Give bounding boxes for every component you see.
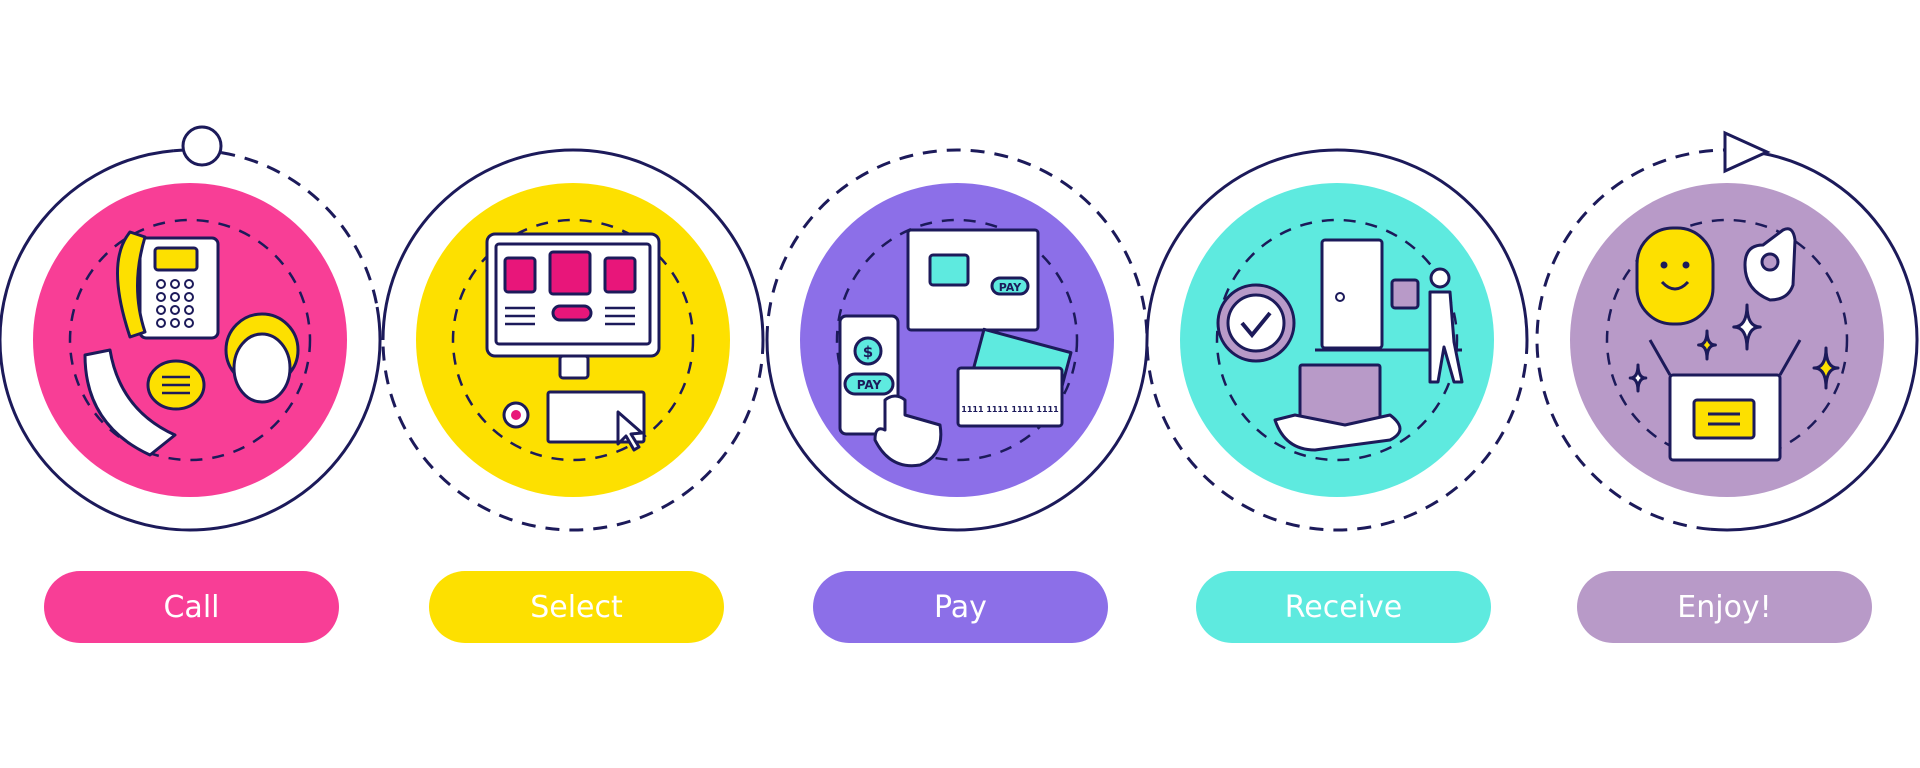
solid-ring-arc [1710, 151, 1919, 532]
solid-ring-arc [1145, 148, 1529, 341]
inner-dashed-ring [68, 218, 312, 462]
dollar-coin-icon [853, 336, 883, 366]
smiley-eye [1660, 261, 1668, 269]
step-label: Pay [934, 589, 987, 625]
buy-button [551, 304, 593, 322]
badge-inner [1226, 293, 1286, 353]
handset-icon [116, 230, 147, 339]
inner-dashed-ring [1215, 218, 1459, 462]
door-icon [1320, 238, 1384, 350]
step-label: Enjoy! [1677, 589, 1772, 625]
solid-ring-arc [0, 149, 382, 532]
step-select-button[interactable]: Select [429, 571, 724, 643]
phone-operator-icon [83, 230, 300, 457]
pay-text: PAY [999, 281, 1023, 294]
sparkle-icon [1812, 346, 1840, 390]
web-pay-button [990, 276, 1030, 296]
door-knob [1335, 292, 1345, 302]
dashed-ring-arc [173, 148, 379, 308]
smiley-mouth [1660, 280, 1690, 291]
delivery-icon [1216, 238, 1464, 452]
credit-card-icon [956, 366, 1064, 428]
sparkle-icon [1697, 329, 1717, 361]
inner-dashed-ring [1605, 218, 1849, 462]
person-head [1429, 267, 1451, 289]
sparkle-icon [1732, 303, 1762, 351]
phone-screen [153, 246, 199, 272]
check-icon [1240, 311, 1272, 339]
phone-key [184, 292, 194, 302]
inner-dashed-ring [451, 218, 695, 462]
phone-pay-button [843, 372, 895, 396]
smiley-face-icon [1635, 226, 1715, 326]
dashed-ring-arc [765, 148, 1149, 341]
browser-image [928, 253, 970, 287]
product-box-icon [503, 256, 537, 294]
parcel-small-icon [1390, 278, 1420, 310]
inner-dashed-ring [835, 218, 1079, 462]
card-payment-icon: PAY $ PAY 1111 1111 1111 1111 [838, 228, 1073, 468]
step-pay-button[interactable]: Pay [813, 571, 1108, 643]
gift-box-smile-icon [1628, 226, 1840, 462]
product-box-icon [603, 256, 637, 294]
step-enjoy-node [1535, 148, 1919, 532]
box-label [1692, 398, 1756, 440]
product-box-icon [548, 250, 592, 296]
step-call-button[interactable]: Call [44, 571, 339, 643]
monitor-stand [558, 354, 590, 380]
cursor-icon [616, 410, 644, 452]
box-flaps [1648, 339, 1802, 376]
ok-ring [1760, 252, 1780, 272]
record-dot [511, 410, 521, 420]
step-call-node [0, 148, 382, 532]
computer-shop-icon [485, 232, 661, 452]
step-receive-button[interactable]: Receive [1196, 571, 1491, 643]
handset2-icon [83, 348, 177, 457]
dashed-ring-arc [1145, 339, 1529, 532]
pay-text: PAY [857, 378, 882, 392]
phone-key [184, 279, 194, 289]
phone-key [184, 318, 194, 328]
solid-ring-arc [381, 148, 765, 341]
phone-key [184, 305, 194, 315]
parcel-box-icon [1298, 363, 1382, 427]
solid-ring-arc [765, 339, 1149, 532]
dashed-ring-arc [1535, 148, 1744, 531]
open-hand-icon [1273, 413, 1402, 452]
phone-key [170, 318, 180, 328]
dollar-text: $ [863, 343, 873, 361]
courier-person-icon [1428, 290, 1464, 384]
operator-face-icon [232, 332, 292, 404]
step-label: Select [530, 589, 623, 625]
phone-key [170, 292, 180, 302]
phone-key [156, 279, 166, 289]
dashed-ring-arc [381, 339, 765, 532]
phone-key [170, 279, 180, 289]
step-enjoy-button[interactable]: Enjoy! [1577, 571, 1872, 643]
step-circle [33, 183, 347, 497]
step-pay-node [765, 148, 1149, 532]
step-label: Receive [1284, 589, 1403, 625]
end-arrow-icon [1723, 130, 1771, 174]
smiley-eye [1682, 261, 1690, 269]
phone-key [156, 292, 166, 302]
card-number-text: 1111 1111 1111 1111 [961, 405, 1059, 414]
phone-key [156, 318, 166, 328]
start-marker-icon [181, 125, 223, 167]
sparkle-icon [1628, 363, 1648, 393]
hand-pointer-icon [873, 394, 943, 468]
step-label: Call [163, 589, 220, 625]
phone-key [156, 305, 166, 315]
phone-key [170, 305, 180, 315]
